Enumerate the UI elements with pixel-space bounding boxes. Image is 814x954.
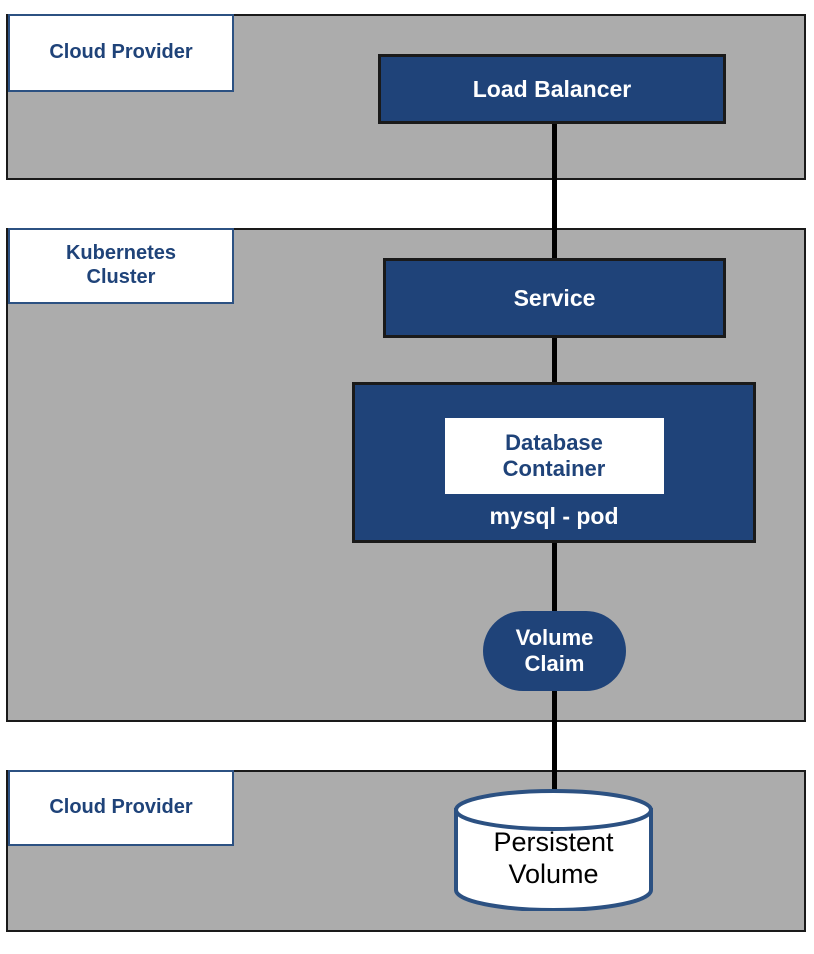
pod-name-label: mysql - pod (489, 503, 619, 529)
connector-load-balancer-to-service (552, 120, 557, 262)
node-persistent-volume[interactable]: Persistent Volume (454, 789, 653, 911)
node-database-container[interactable]: Database Container (444, 418, 664, 494)
node-volume-claim[interactable]: Volume Claim (483, 611, 626, 691)
node-service[interactable]: Service (383, 258, 726, 338)
database-container-label-line1: Database (505, 429, 603, 455)
volume-claim-label-line1: Volume (515, 625, 594, 651)
zone-label-cloud-provider-top: Cloud Provider (8, 14, 234, 92)
node-load-balancer[interactable]: Load Balancer (378, 54, 726, 124)
database-cylinder-icon (454, 789, 653, 911)
zone-label-kubernetes-line1: Kubernetes (65, 242, 177, 265)
zone-label-kubernetes-cluster: Kubernetes Cluster (8, 228, 234, 304)
volume-claim-label-line2: Claim (524, 651, 585, 676)
zone-label-kubernetes-line2: Cluster (86, 266, 156, 288)
database-container-label-line2: Container (502, 456, 606, 481)
connector-pod-to-volume-claim (552, 538, 557, 616)
zone-label-cloud-provider-bottom: Cloud Provider (8, 770, 234, 846)
connector-service-to-pod (552, 334, 557, 388)
node-mysql-pod[interactable]: Database Container mysql - pod (352, 382, 756, 543)
connector-volume-claim-to-persistent-volume (552, 684, 557, 792)
